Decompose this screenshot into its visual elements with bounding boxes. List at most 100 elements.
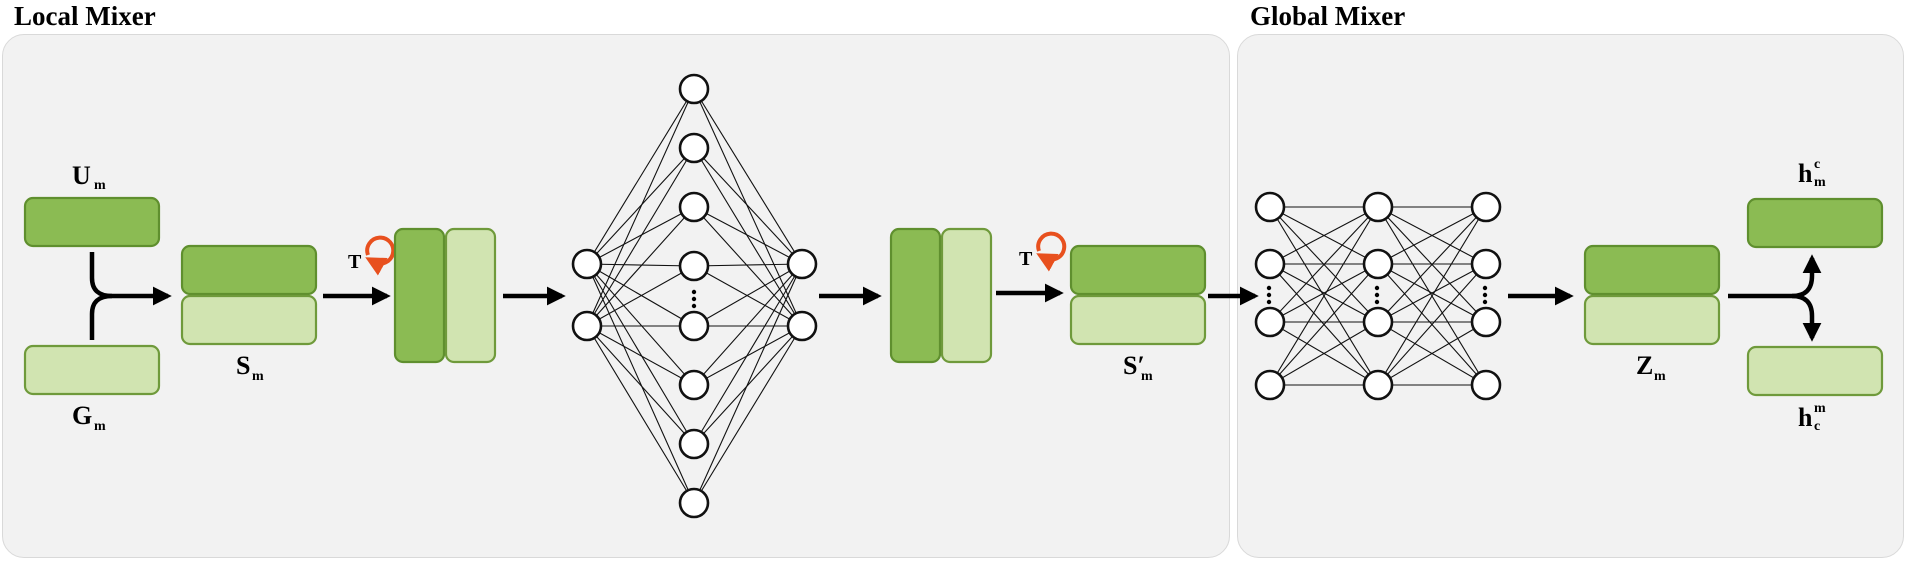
local-mlp-node <box>678 132 710 164</box>
s-m-bottom-block <box>180 294 318 346</box>
s-m-label: S m <box>236 351 264 384</box>
u-m-label: U m <box>72 161 106 193</box>
global-mlp-edge <box>1269 206 1379 386</box>
h-m-c-block <box>1746 345 1884 397</box>
local-mlp-edge <box>693 263 803 386</box>
local-mlp-edge <box>586 263 695 386</box>
svg-text:T: T <box>1019 248 1033 270</box>
local-mlp-edge <box>693 265 803 327</box>
svg-text:h: h <box>1798 403 1813 432</box>
global-mlp-node <box>1254 369 1286 401</box>
global-mlp-edge <box>1269 263 1379 386</box>
global-mlp-edge <box>1377 263 1487 386</box>
local-mlp-edge <box>586 147 695 327</box>
local-mlp-edge <box>693 88 803 327</box>
global-mlp-node <box>1362 306 1394 338</box>
transposed-light-block <box>444 227 497 364</box>
local-mlp-edge <box>693 206 803 327</box>
global-mlp-edge <box>1269 321 1379 386</box>
global-mlp-node <box>1362 248 1394 280</box>
local-mlp-edge <box>693 263 803 445</box>
local-mlp-node <box>678 428 710 460</box>
local-mlp-edge <box>693 325 803 445</box>
global-mlp-edge <box>1377 206 1487 323</box>
global-mlp-node <box>1470 369 1502 401</box>
local-mlp-node <box>786 310 818 342</box>
local-mlp-edge <box>693 147 803 265</box>
split-arrow-icon <box>1728 254 1822 342</box>
g-m-block <box>23 344 161 396</box>
global-mlp-node <box>1470 191 1502 223</box>
global-mlp-node <box>1254 191 1286 223</box>
svg-text:G: G <box>72 401 92 430</box>
svg-text:m: m <box>1814 175 1826 190</box>
transposed-light-block-2 <box>940 227 993 364</box>
ellipsis-dots <box>691 289 697 309</box>
local-mixer-title: Local Mixer <box>14 1 156 31</box>
local-mlp-edge <box>693 325 803 386</box>
global-mlp <box>1254 191 1502 401</box>
ellipsis-dots-col3 <box>1482 285 1488 305</box>
ellipsis-dots-col1 <box>1266 285 1272 305</box>
local-mlp-edge <box>586 325 695 445</box>
local-mlp-edge <box>693 206 803 265</box>
local-mlp-edge <box>586 147 695 265</box>
z-m-bottom-block <box>1583 294 1721 346</box>
h-c-m-label: h c m <box>1798 157 1826 190</box>
local-mlp-edge <box>586 325 695 386</box>
global-mlp-edge <box>1377 206 1487 265</box>
global-mlp-node <box>1362 369 1394 401</box>
z-m-top-block <box>1583 244 1721 296</box>
local-mlp-edge <box>586 206 695 327</box>
s-prime-top-block <box>1069 244 1207 296</box>
global-mlp-edge <box>1269 263 1379 323</box>
local-mlp-edge <box>693 263 803 327</box>
svg-text:S′: S′ <box>1123 351 1145 380</box>
local-mlp-node <box>571 248 603 280</box>
z-m-label: Z m <box>1636 351 1666 384</box>
global-mlp-node <box>1254 248 1286 280</box>
global-mlp-edge <box>1377 206 1487 386</box>
local-mlp-edge <box>586 263 695 445</box>
g-m-label: G m <box>72 401 106 434</box>
local-mlp-node <box>678 310 710 342</box>
s-prime-label: S′ m <box>1123 351 1153 384</box>
local-mlp-edge <box>586 263 695 327</box>
local-mlp-edge <box>586 206 695 265</box>
local-mlp-edge <box>586 325 695 504</box>
global-mlp-node <box>1254 306 1286 338</box>
local-mlp-edge <box>693 263 803 267</box>
global-mlp-node <box>1470 248 1502 280</box>
svg-text:Z: Z <box>1636 351 1653 380</box>
svg-text:c: c <box>1814 419 1820 434</box>
local-mlp-edge <box>586 263 695 504</box>
svg-text:m: m <box>252 369 264 384</box>
svg-text:m: m <box>1814 401 1826 416</box>
h-m-c-label: h m c <box>1798 401 1826 434</box>
svg-text:c: c <box>1814 157 1820 172</box>
merge-arrow-icon <box>89 252 172 340</box>
local-mlp-node <box>571 310 603 342</box>
svg-text:h: h <box>1798 159 1813 188</box>
global-mixer-title: Global Mixer <box>1250 1 1406 31</box>
global-mlp-edge <box>1377 321 1487 386</box>
svg-text:m: m <box>1141 369 1153 384</box>
global-mlp-edge <box>1269 206 1379 265</box>
transpose-icon: T <box>1019 231 1067 272</box>
u-m-block <box>23 196 161 248</box>
h-c-m-block <box>1746 197 1884 249</box>
global-mlp-edge <box>1269 206 1379 323</box>
local-mlp-node <box>678 250 710 282</box>
local-mlp <box>571 73 818 519</box>
s-prime-bottom-block <box>1069 294 1207 346</box>
global-mlp-node <box>1362 191 1394 223</box>
svg-text:m: m <box>94 178 106 193</box>
transposed-dark-block-2 <box>889 227 942 364</box>
svg-text:U: U <box>72 161 91 190</box>
ellipsis-dots-col2 <box>1374 285 1380 305</box>
global-mlp-edge <box>1377 263 1487 323</box>
svg-text:T: T <box>348 251 362 273</box>
svg-text:m: m <box>94 419 106 434</box>
global-mlp-node <box>1470 306 1502 338</box>
